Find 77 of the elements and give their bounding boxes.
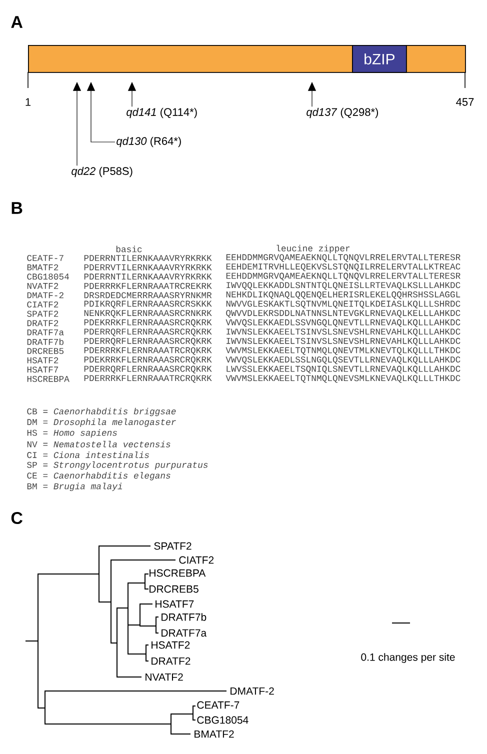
position-number: 1 bbox=[26, 98, 31, 106]
sequence-name: BMATF2 bbox=[27, 264, 58, 270]
leaf-label: CEATF-7 bbox=[197, 701, 240, 709]
species-key: CB = Caenorhabditis briggsae bbox=[27, 408, 176, 416]
sequence-text: VWVMSLEKKAEELTQTNMQLQNEVTMLKNEVTQLKQLLLTHKDC bbox=[226, 347, 460, 355]
panel-letter: C bbox=[11, 512, 22, 524]
sequence-name: DMATF-2 bbox=[27, 292, 64, 298]
sequence-name: DRATF7a bbox=[27, 329, 64, 336]
sequence-text: NENKRQKFLERNRAAASRCRNKRK bbox=[84, 310, 212, 318]
sequence-text: LWVSSLEKKAEELTSQNIQLSNEVTLLRNEVAQLKQLLLAHKDC bbox=[226, 366, 460, 374]
mutation-label: qd22 (P58S) bbox=[72, 166, 132, 178]
sequence-text: PDERRQRFLERNRAAASRCRQKRK bbox=[84, 338, 212, 346]
column-header: basic bbox=[116, 246, 142, 252]
sequence-name: CEATF-7 bbox=[27, 255, 64, 262]
species-key: SP = Strongylocentrotus purpuratus bbox=[27, 461, 208, 470]
sequence-text: PDERRRKFLERNRAAATRCREKRK bbox=[84, 282, 212, 289]
sequence-name: HSATF7 bbox=[27, 366, 58, 373]
sequence-text: EEHDDMMGRVQAMEAEKNQLLTQNQVLRRELERVTALLTERESR bbox=[226, 254, 460, 262]
sequence-name: DRATF2 bbox=[27, 320, 58, 326]
leaf-label: HSCREBPA bbox=[150, 569, 206, 577]
scale-label: 0.1 changes per site bbox=[361, 653, 455, 663]
sequence-text: IWVNSLEKKAEELTSINVSLSNEVSHLRNEVAHLKQLLLAHKDC bbox=[226, 328, 460, 336]
sequence-text: IWVNSLEKKAEELTSINVSLSNEVSHLRNEVAHLKQLLLAHKDC bbox=[226, 338, 460, 346]
column-header: leucine zipper bbox=[276, 244, 350, 254]
sequence-name: DRCREB5 bbox=[27, 348, 64, 354]
mutation-label: qd141 (Q114*) bbox=[126, 108, 197, 118]
sequence-text: VWVMSLEKKAEELTQTNMQLQNEVSMLKNEVAQLKQLLLTHKDC bbox=[226, 375, 460, 383]
sequence-text: PDERRRKFLERNRAAATRCRQKRK bbox=[84, 375, 212, 383]
leaf-label: NVATF2 bbox=[146, 673, 183, 681]
leaf-label: HSATF2 bbox=[152, 641, 190, 649]
leaf-label: DRATF7a bbox=[162, 629, 207, 637]
sequence-name: HSATF2 bbox=[27, 357, 58, 364]
mutation-label: qd137 (Q298*) bbox=[306, 108, 378, 118]
leaf-label: BMATF2 bbox=[194, 730, 234, 738]
leaf-label: CIATF2 bbox=[179, 556, 214, 564]
leaf-label: CBG18054 bbox=[197, 716, 248, 724]
sequence-text: PDEKRRKFLERNRAAASRCRQKRK bbox=[84, 319, 212, 327]
sequence-text: PDERRNTILERNKAAAVRYRKRKK bbox=[84, 274, 212, 280]
panel-letter: B bbox=[12, 202, 22, 214]
sequence-name: SPATF2 bbox=[27, 310, 58, 317]
sequence-text: PDERRRKFLERNRAAATRCRQKRK bbox=[84, 347, 212, 355]
species-key: NV = Nematostella vectensis bbox=[27, 440, 170, 448]
mutation-label: qd130 (R64*) bbox=[116, 136, 181, 148]
sequence-text: PDEKRRKFLERNRAAASRCRQKRK bbox=[84, 356, 212, 364]
panel-letter: A bbox=[11, 16, 23, 28]
leaf-label: DRCREB5 bbox=[150, 585, 198, 593]
species-key: BM = Brugia malayi bbox=[27, 482, 122, 492]
sequence-text: QWVVDLEKRSDDLNATNNSLNTEVGKLRNEVAQLKELLLAHKDC bbox=[226, 310, 460, 318]
sequence-text: PDERRNTILERNKAAAVRYRKRKK bbox=[84, 255, 212, 261]
sequence-name: HSCREBPA bbox=[27, 376, 70, 382]
sequence-text: NEHKDLIKQNAQLQQENQELHERISRLEKELQQHRSHSSLAGGL bbox=[226, 291, 460, 300]
sequence-name: DRATF7b bbox=[27, 338, 64, 345]
leaf-label: HSATF7 bbox=[156, 600, 194, 608]
sequence-text: DRSRDEDCMERRRAAASRYRNKMR bbox=[84, 292, 212, 298]
sequence-name: CIATF2 bbox=[27, 302, 58, 308]
leaf-label: DRATF2 bbox=[152, 657, 190, 665]
sequence-text: IWVQQLEKKADDLSNTNTQLQNEISLLRTEVAQLKSLLLAHKDC bbox=[226, 282, 460, 290]
sequence-text: PDERRQRFLERNRAAASRCRQKRK bbox=[84, 328, 212, 336]
leaf-label: DRATF7b bbox=[162, 613, 206, 621]
sequence-text: NWVVGLESKAKTLSQTNVMLQNEITQLKDEIASLKQLLLSHRDC bbox=[226, 300, 460, 308]
species-key: DM = Drosophila melanogaster bbox=[27, 418, 176, 427]
sequence-text: VWVQSLEKKAEDLSSLNGQLQSEVTLLRNEVAQLKQLLLAHKDC bbox=[226, 356, 460, 364]
species-key: CI = Ciona intestinalis bbox=[27, 452, 149, 458]
species-key: CE = Caenorhabditis elegans bbox=[27, 472, 170, 480]
sequence-text: PDERRVTILERNKAAAVRYRKRKK bbox=[84, 264, 212, 270]
sequence-name: NVATF2 bbox=[27, 282, 58, 289]
sequence-text: PDERRQRFLERNRAAASRCRQKRK bbox=[84, 366, 212, 374]
sequence-text: EEHDEMITRVHLLEQEKVSLSTQNQILRRELERVTALLKTREAC bbox=[226, 264, 460, 272]
sequence-name: CBG18054 bbox=[27, 274, 69, 280]
position-number: 457 bbox=[456, 98, 474, 106]
domain-box: bZIP bbox=[352, 45, 407, 73]
sequence-text: EEHDDMMGRVQAMEAEKNQLLTQNQVLRRELERVTALLTERESR bbox=[226, 272, 460, 280]
species-key: HS = Homo sapiens bbox=[27, 429, 117, 438]
leaf-label: SPATF2 bbox=[154, 542, 192, 550]
sequence-text: VWVQSLEKKAEDLSSVNGQLQNEVTLLRNEVAQLKQLLLAHKDC bbox=[226, 319, 460, 327]
leaf-label: DMATF-2 bbox=[230, 687, 274, 695]
sequence-text: PDIKRQRFLERNRAAASRCRSKKK bbox=[84, 300, 212, 308]
